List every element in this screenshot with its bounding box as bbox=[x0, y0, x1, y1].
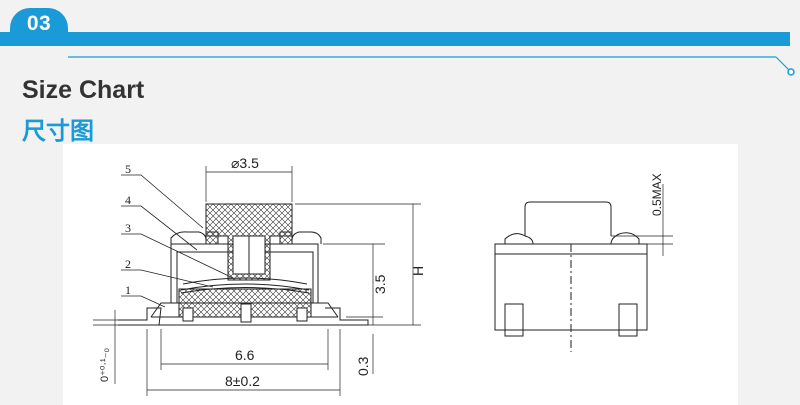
front-section-view bbox=[118, 203, 369, 326]
callout-1: 1 bbox=[125, 283, 131, 297]
callout-5: 5 bbox=[125, 162, 131, 176]
dim-height-3-5: 3.5 bbox=[372, 274, 388, 294]
dim-cap-diameter: ⌀3.5 bbox=[231, 155, 259, 171]
dim-width-8: 8±0.2 bbox=[225, 373, 260, 389]
callout-leaders bbox=[121, 174, 234, 308]
callout-2: 2 bbox=[125, 257, 131, 271]
side-dimension-lines bbox=[611, 184, 673, 256]
callout-labels: 5 4 3 2 1 bbox=[125, 162, 131, 297]
dim-max-0-5: 0.5MAX bbox=[650, 173, 664, 216]
dim-lead-0-3: 0.3 bbox=[355, 356, 371, 376]
front-dimension-lines bbox=[93, 166, 421, 396]
callout-4: 4 bbox=[125, 193, 131, 207]
drawing-panel bbox=[63, 144, 738, 405]
section-number: 03 bbox=[26, 12, 52, 35]
section-number-tab bbox=[10, 8, 68, 46]
side-view bbox=[494, 201, 648, 352]
header-connector-line bbox=[68, 56, 795, 76]
dim-offset-0-1: 0⁺⁰·¹₋₀ bbox=[99, 348, 111, 382]
page-title: Size Chart bbox=[22, 76, 145, 104]
callout-3: 3 bbox=[125, 221, 131, 235]
dim-height-h: H bbox=[410, 266, 426, 276]
front-dimension-labels: ⌀3.5 3.5 H 6.6 8±0.2 0.3 0⁺⁰·¹₋₀ bbox=[99, 155, 426, 389]
dim-width-6-6: 6.6 bbox=[235, 347, 255, 363]
page-title-chinese: 尺寸图 bbox=[22, 117, 94, 145]
size-chart-drawing: 5 4 3 2 1 ⌀3.5 3.5 H 6.6 bbox=[93, 155, 673, 396]
header-bar bbox=[0, 32, 790, 46]
